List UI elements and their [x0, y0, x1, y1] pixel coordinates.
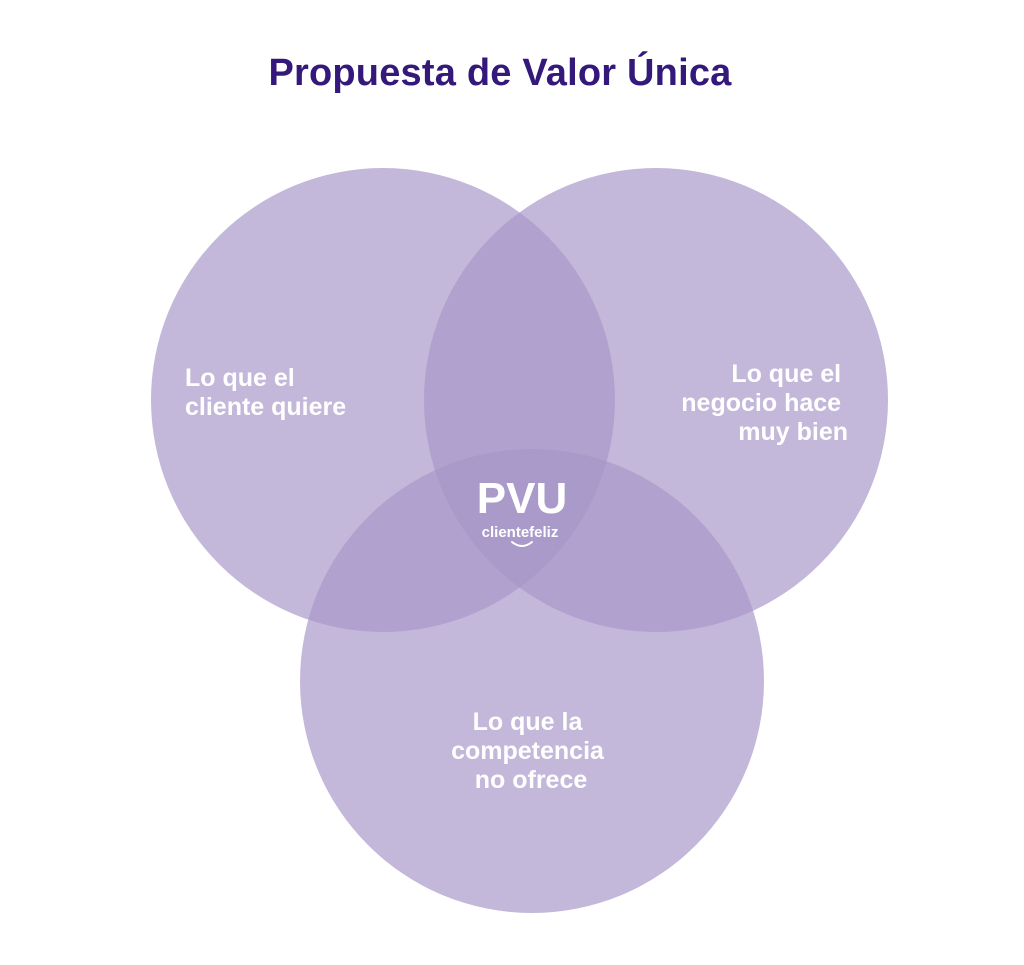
center-pvu-label: PVU — [477, 474, 567, 523]
label-negocio-line-1: Lo que el — [731, 360, 841, 388]
label-negocio-line-3: muy bien — [738, 418, 848, 446]
label-cliente-line-2: cliente quiere — [185, 393, 346, 421]
label-competencia: Lo que la competencia no ofrece — [451, 708, 611, 794]
label-cliente: Lo que el cliente quiere — [185, 364, 346, 421]
label-competencia-line-2: competencia — [451, 737, 605, 765]
smile-icon — [511, 541, 533, 547]
brand-label: clientefeliz — [482, 524, 559, 541]
label-negocio: Lo que el negocio hace muy bien — [681, 360, 848, 446]
label-competencia-line-3: no ofrece — [475, 766, 588, 794]
center-badge: PVU clientefeliz — [477, 474, 567, 547]
circle-competencia — [300, 449, 764, 913]
label-competencia-line-1: Lo que la — [473, 708, 584, 736]
diagram-title: Propuesta de Valor Única — [268, 52, 732, 94]
label-cliente-line-1: Lo que el — [185, 364, 295, 392]
venn-circles — [151, 168, 888, 913]
label-negocio-line-2: negocio hace — [681, 389, 841, 417]
